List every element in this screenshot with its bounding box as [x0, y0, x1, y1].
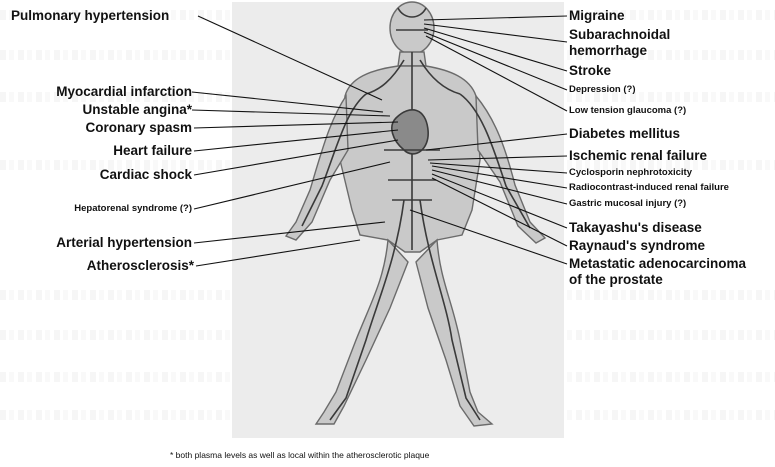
label-cardiac-shock: Cardiac shock	[100, 168, 192, 182]
label-subarachnoidal: Subarachnoidal	[569, 28, 670, 42]
label-unstable-angina: Unstable angina*	[82, 103, 192, 117]
label-prostate: of the prostate	[569, 273, 663, 287]
label-coronary-spasm: Coronary spasm	[85, 121, 192, 135]
label-cyclosporin-nephrotoxicity: Cyclosporin nephrotoxicity	[569, 168, 692, 178]
label-hemorrhage: hemorrhage	[569, 44, 647, 58]
label-low-tension-glaucoma: Low tension glaucoma (?)	[569, 106, 686, 116]
label-heart-failure: Heart failure	[113, 144, 192, 158]
label-hepatorenal-syndrome: Hepatorenal syndrome (?)	[74, 204, 192, 214]
label-ischemic-renal-failure: Ischemic renal failure	[569, 149, 707, 163]
label-radiocontrast-renal-failure: Radiocontrast-induced renal failure	[569, 183, 729, 193]
label-takayashu: Takayashu's disease	[569, 221, 702, 235]
label-arterial-hypertension: Arterial hypertension	[56, 236, 192, 250]
label-stroke: Stroke	[569, 64, 611, 78]
label-myocardial-infarction: Myocardial infarction	[56, 85, 192, 99]
label-migraine: Migraine	[569, 9, 625, 23]
label-metastatic-adenocarcinoma: Metastatic adenocarcinoma	[569, 257, 746, 271]
label-gastric-mucosal-injury: Gastric mucosal injury (?)	[569, 199, 686, 209]
label-pulmonary-hypertension: Pulmonary hypertension	[11, 9, 169, 23]
label-atherosclerosis: Atherosclerosis*	[87, 259, 194, 273]
footnote: * both plasma levels as well as local wi…	[170, 450, 429, 460]
label-depression: Depression (?)	[569, 85, 636, 95]
label-diabetes-mellitus: Diabetes mellitus	[569, 127, 680, 141]
label-raynaud: Raynaud's syndrome	[569, 239, 705, 253]
